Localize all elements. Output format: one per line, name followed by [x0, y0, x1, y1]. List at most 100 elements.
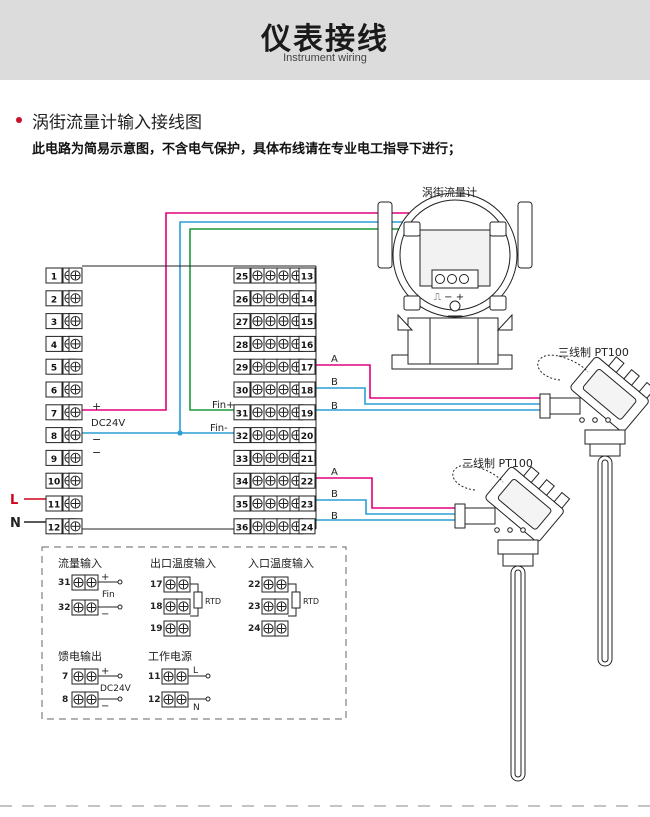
terminal-number: 16 [301, 341, 314, 351]
legend-feed-t1: 7 [62, 672, 68, 682]
wire-pt100a-magenta [300, 364, 540, 399]
label-minus-8: − [92, 433, 101, 446]
legend-outlet-temp: 出口温度输入 17 18 19 RTD [150, 556, 221, 637]
pt100-sensor-a [537, 354, 650, 667]
label-plus: + [92, 400, 101, 413]
terminal-number: 15 [301, 318, 314, 328]
terminal-number: 4 [51, 341, 57, 351]
terminal-number: 6 [51, 387, 57, 397]
legend-power-title: 工作电源 [148, 649, 192, 663]
pt100-sensor-b [452, 464, 571, 782]
section-note: 此电路为简易示意图，不含电气保护，具体布线请在专业电工指导下进行； [32, 142, 462, 157]
legend-flow-title: 流量输入 [58, 556, 102, 570]
legend-power: 工作电源 11 12 L N [148, 649, 211, 713]
label-a-bot: A [331, 467, 338, 478]
terminal-number: 34 [236, 478, 249, 488]
label-b-bot2: B [331, 511, 338, 522]
terminal-number: 2 [51, 295, 57, 305]
terminal-number: 23 [301, 501, 314, 511]
label-dc24v: DC24V [91, 418, 125, 429]
label-b-top1: B [331, 377, 338, 388]
legend-flow-t2: 32 [58, 603, 71, 613]
legend-flow-input: 流量输入 31 32 + Fin − [58, 556, 123, 620]
terminal-number: 33 [236, 455, 249, 465]
legend-feed-dc: DC24V [100, 684, 132, 694]
pt100-a-label: 三线制 PT100 [558, 345, 629, 359]
legend-inlet-t2: 23 [248, 602, 261, 612]
terminal-number: 22 [301, 478, 314, 488]
legend-feed-minus: − [101, 701, 109, 712]
legend-inlet-title: 入口温度输入 [248, 556, 314, 570]
label-b-top2: B [331, 401, 338, 412]
wire-pt100b-blue-1 [300, 499, 455, 515]
bullet-icon [16, 117, 22, 123]
label-fin-plus: Fin+ [212, 400, 235, 411]
legend-power-t1: 11 [148, 672, 161, 682]
label-b-bot1: B [331, 489, 338, 500]
terminal-number: 36 [236, 523, 249, 533]
terminal-number: 14 [301, 295, 314, 305]
label-fin-minus: Fin- [210, 423, 228, 434]
wire-pt100a-blue-1 [300, 387, 540, 405]
legend-flow-fin: Fin [102, 590, 115, 600]
legend-feed-t2: 8 [62, 695, 68, 705]
pt100-b-label: 三线制 PT100 [462, 456, 533, 470]
legend-inlet-t1: 22 [248, 580, 261, 590]
section-title: 涡街流量计输入接线图 [32, 113, 202, 133]
terminal-number: 28 [236, 341, 249, 351]
terminal-number: 3 [51, 318, 57, 328]
legend-feed-output: 馈电输出 7 8 + DC24V − [58, 649, 132, 712]
legend-feed-plus: + [101, 666, 109, 677]
label-N: N [10, 516, 21, 531]
terminal-number: 8 [51, 432, 57, 442]
legend-power-t2: 12 [148, 695, 161, 705]
header-banner: 仪表接线 Instrument wiring [0, 0, 650, 80]
terminal-number: 12 [48, 523, 61, 533]
legend-inlet-temp: 入口温度输入 22 23 24 RTD [248, 556, 319, 637]
terminal-number: 25 [236, 273, 249, 283]
terminal-number: 20 [301, 432, 314, 442]
terminal-number: 7 [51, 409, 57, 419]
page-subtitle: Instrument wiring [283, 52, 367, 64]
legend-outlet-t2: 18 [150, 602, 163, 612]
flowmeter-label: 涡街流量计 [422, 185, 477, 199]
terminal-number: 17 [301, 364, 314, 374]
terminal-number: 9 [51, 455, 57, 465]
legend-flow-t1: 31 [58, 578, 71, 588]
label-L: L [10, 493, 18, 508]
terminal-number: 27 [236, 318, 249, 328]
terminal-number: 5 [51, 364, 57, 374]
terminal-number: 30 [236, 387, 249, 397]
terminal-number: 31 [236, 409, 249, 419]
terminal-number: 26 [236, 295, 249, 305]
terminal-number: 21 [301, 455, 314, 465]
legend-power-N: N [193, 703, 200, 713]
flowmeter-terminal-marks: ⎍ − + [434, 292, 464, 303]
legend-flow-minus: − [101, 609, 109, 620]
label-minus-9: − [92, 446, 101, 459]
wires [24, 212, 540, 523]
terminal-number: 19 [301, 409, 314, 419]
terminal-number: 35 [236, 501, 249, 511]
legend-box [41, 546, 347, 720]
legend-inlet-t3: 24 [248, 624, 261, 634]
legend-outlet-t1: 17 [150, 580, 163, 590]
terminal-number: 24 [301, 523, 314, 533]
terminal-number: 13 [301, 273, 314, 283]
legend-power-L: L [193, 666, 198, 676]
label-a-top: A [331, 354, 338, 365]
wire-junction [177, 430, 183, 436]
terminal-number: 32 [236, 432, 249, 442]
wire-pt100b-magenta [300, 477, 455, 509]
terminal-number: 1 [51, 273, 57, 283]
page-title: 仪表接线 [261, 22, 389, 57]
flowmeter [377, 192, 533, 370]
legend-flow-plus: + [101, 572, 109, 583]
legend-outlet-rtd: RTD [205, 597, 221, 606]
legend-outlet-t3: 19 [150, 624, 163, 634]
terminal-number: 11 [48, 501, 61, 511]
terminal-number: 18 [301, 387, 314, 397]
terminal-number: 10 [48, 478, 61, 488]
legend-feed-title: 馈电输出 [58, 649, 102, 663]
